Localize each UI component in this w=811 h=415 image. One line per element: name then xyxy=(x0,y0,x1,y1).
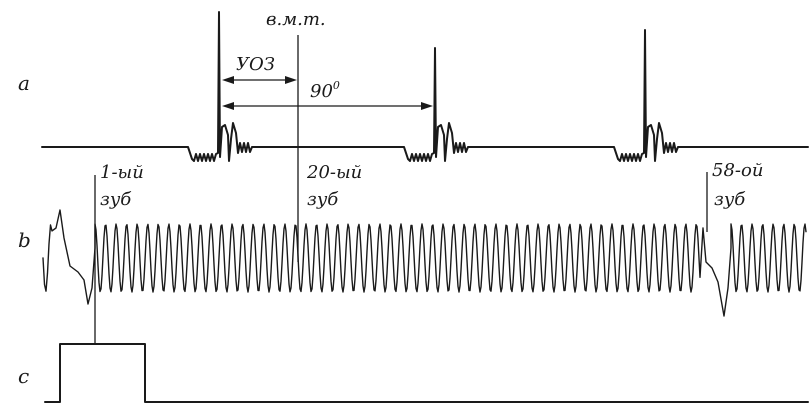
advance-angle-dimension xyxy=(222,76,297,84)
tooth58-label-line2: зуб xyxy=(714,189,746,210)
sync-pulse-trace xyxy=(44,343,809,403)
tooth1-label-line1: 1-ый xyxy=(100,162,144,183)
angle-value-label: 900 xyxy=(310,79,340,102)
tooth58-label-line1: 58-ой xyxy=(712,160,763,181)
degree-superscript: 0 xyxy=(333,79,340,92)
row-label-c: c xyxy=(18,364,29,388)
tooth20-label-line1: 20-ый xyxy=(306,162,362,183)
tooth20-label-line2: зуб xyxy=(307,189,339,210)
row-label-b: b xyxy=(18,228,31,252)
crank-sensor-signal-trace xyxy=(42,209,807,317)
ignition-signal-trace xyxy=(41,11,809,162)
advance-angle-label: УОЗ xyxy=(236,54,275,75)
tooth1-label-line2: зуб xyxy=(100,189,132,210)
ninety-degree-dimension xyxy=(222,102,433,110)
row-label-a: a xyxy=(18,71,30,95)
tdc-label: в.м.т. xyxy=(266,9,326,30)
